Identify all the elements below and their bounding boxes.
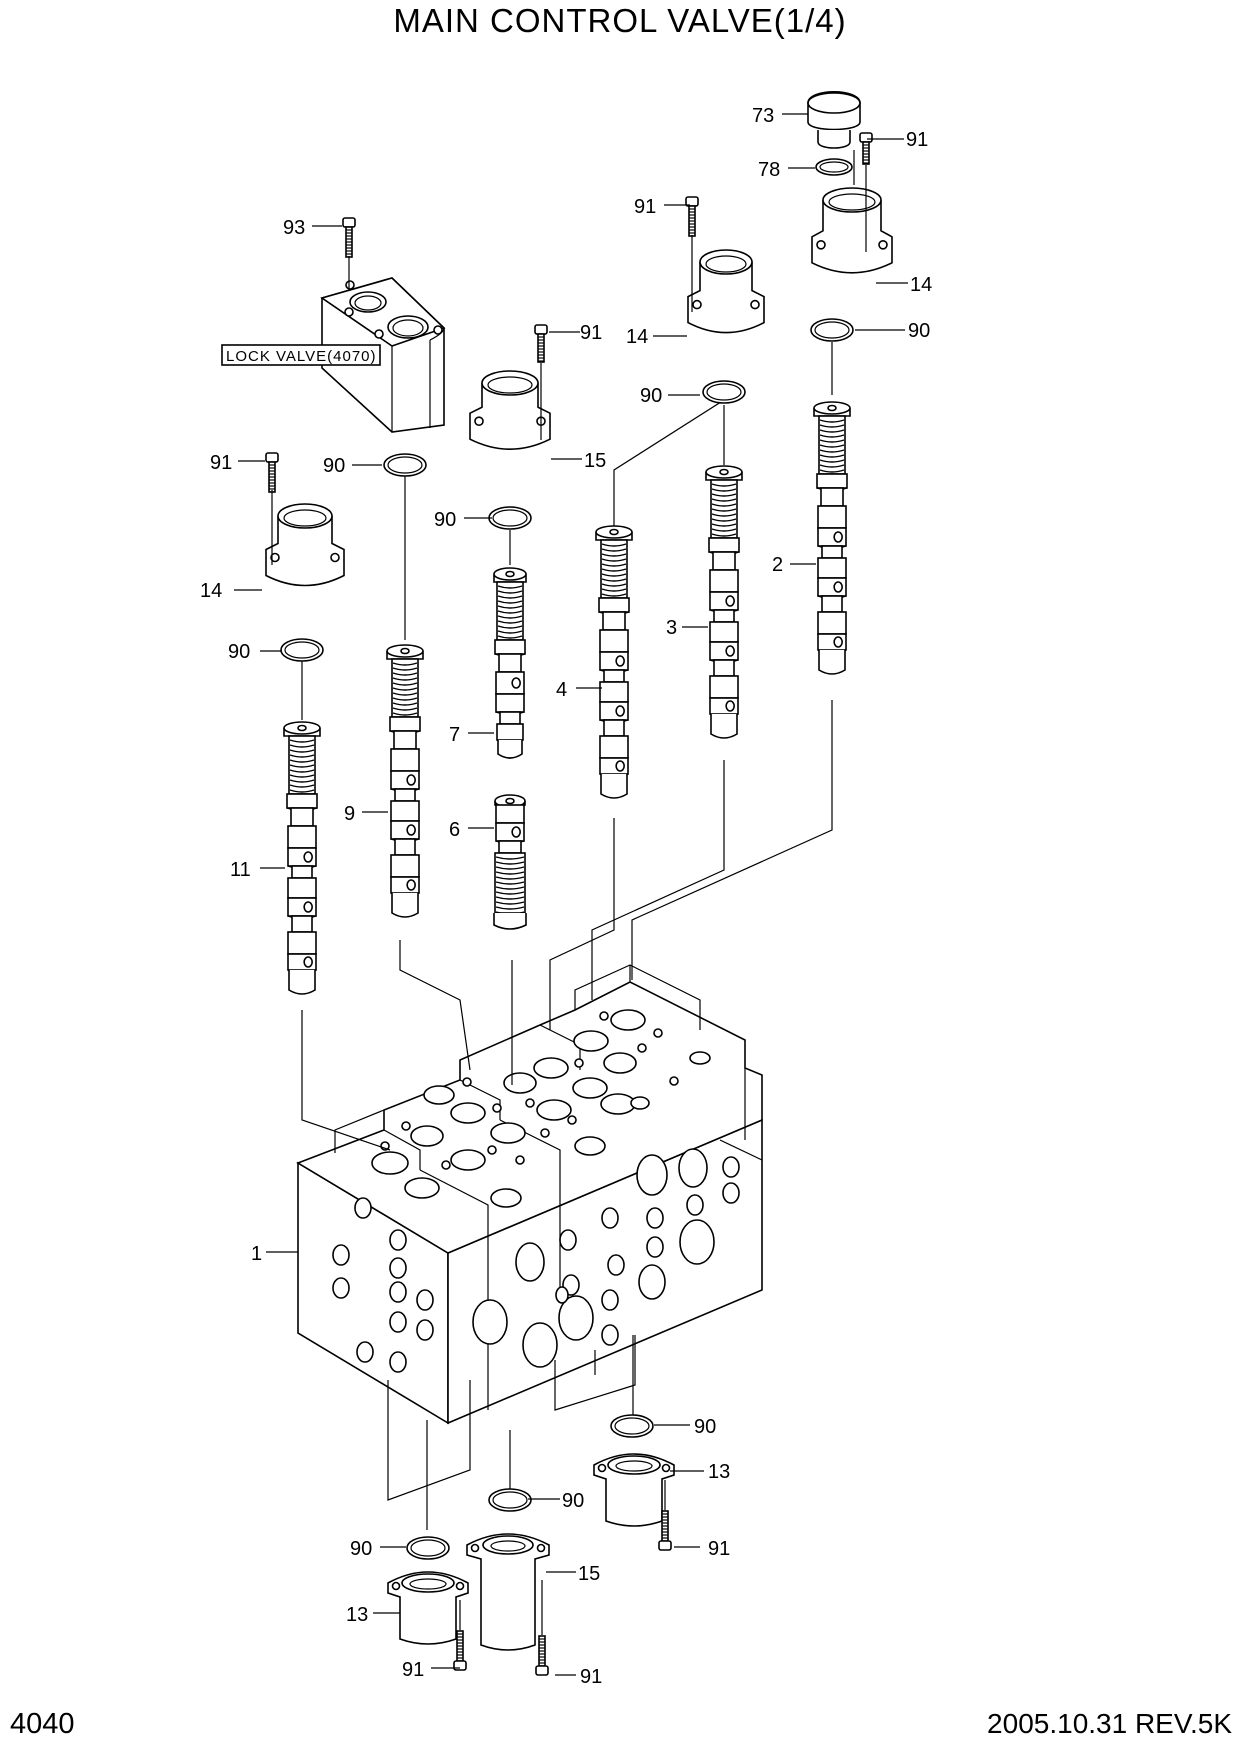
plug-73 xyxy=(807,90,861,149)
callout-90-left: 90 xyxy=(228,641,250,663)
callout-78: 78 xyxy=(758,159,780,181)
o-ring-90-right xyxy=(810,318,854,342)
callout-15-bottom: 15 xyxy=(578,1563,600,1585)
callout-91-b3: 91 xyxy=(580,1666,602,1688)
page-number: 4040 xyxy=(10,1708,75,1740)
valve-body-top-ports xyxy=(371,1009,711,1208)
spool-7 xyxy=(493,567,527,759)
callout-91-b: 91 xyxy=(634,196,656,218)
callout-13-left: 13 xyxy=(346,1604,368,1626)
leader-lines xyxy=(234,113,908,1676)
bolt-93 xyxy=(342,217,356,258)
spool-4 xyxy=(595,525,633,799)
callout-90-right: 90 xyxy=(908,320,930,342)
callout-6: 6 xyxy=(449,819,460,841)
bolt-91-right xyxy=(685,196,699,237)
callout-91-b2: 91 xyxy=(402,1659,424,1681)
cap-15-bottom xyxy=(466,1533,550,1651)
callout-14-left: 14 xyxy=(200,580,222,602)
assembly-center-lines xyxy=(301,150,855,1530)
callout-91-top: 91 xyxy=(906,129,928,151)
callout-11: 11 xyxy=(230,859,251,881)
cap-14-left xyxy=(265,503,345,587)
o-ring-90-upper xyxy=(383,453,427,477)
bolt-91-top-right xyxy=(859,132,873,165)
bolt-91-center xyxy=(534,324,548,363)
callout-90-f: 90 xyxy=(434,509,456,531)
callout-91-e: 91 xyxy=(210,452,232,474)
callout-90-center: 90 xyxy=(640,385,662,407)
o-ring-90-center xyxy=(702,380,746,404)
valve-body-left-ports xyxy=(332,1197,434,1373)
callout-3: 3 xyxy=(666,617,677,639)
valve-body xyxy=(296,964,763,1425)
o-ring-90-mid xyxy=(488,506,532,530)
o-ring-78 xyxy=(815,158,853,176)
callout-9: 9 xyxy=(344,803,355,825)
valve-body-right-ports xyxy=(472,1148,740,1368)
spool-9 xyxy=(386,644,424,918)
page-title: MAIN CONTROL VALVE(1/4) xyxy=(393,2,847,39)
callout-90-b1: 90 xyxy=(694,1416,716,1438)
spools xyxy=(283,401,851,995)
callout-13-right: 13 xyxy=(708,1461,730,1483)
callout-93: 93 xyxy=(283,217,305,239)
callout-15-top: 15 xyxy=(584,450,606,472)
o-ring-90-bottom-center xyxy=(488,1488,532,1512)
callout-90-e: 90 xyxy=(323,455,345,477)
spool-6 xyxy=(493,794,527,930)
spool-11 xyxy=(283,721,321,995)
callout-2: 2 xyxy=(772,554,783,576)
cap-13-left xyxy=(387,1571,469,1645)
callout-numbers: 73 91 78 91 14 90 93 91 14 90 15 91 90 9… xyxy=(200,105,932,1688)
callout-90-b3: 90 xyxy=(350,1538,372,1560)
callout-90-b2: 90 xyxy=(562,1490,584,1512)
bolt-91-bottom-center xyxy=(535,1635,549,1676)
o-ring-90-bottom-right xyxy=(610,1414,654,1438)
bolt-91-bottom-right xyxy=(658,1510,672,1551)
callout-14-right: 14 xyxy=(910,274,932,296)
cap-14-right xyxy=(811,187,893,274)
spool-2 xyxy=(813,401,851,675)
callout-91-b1: 91 xyxy=(708,1538,730,1560)
cap-14-center xyxy=(687,249,765,334)
spool-3 xyxy=(705,465,743,739)
o-ring-90-bottom-left xyxy=(406,1536,450,1560)
callout-4: 4 xyxy=(556,679,567,701)
bolt-91-left xyxy=(265,452,279,493)
lock-valve-block: LOCK VALVE(4070) xyxy=(221,277,446,433)
callout-7: 7 xyxy=(449,724,460,746)
lock-valve-note: LOCK VALVE(4070) xyxy=(226,348,377,365)
callout-73: 73 xyxy=(752,105,774,127)
revision-date: 2005.10.31 REV.5K xyxy=(987,1708,1232,1739)
callout-14-center: 14 xyxy=(626,326,648,348)
o-rings-90 xyxy=(280,318,854,1560)
cap-15-top xyxy=(469,370,551,450)
cap-13-right xyxy=(593,1453,675,1527)
callout-1: 1 xyxy=(251,1243,262,1265)
callout-91-c: 91 xyxy=(580,322,602,344)
caps xyxy=(265,187,893,1651)
o-ring-90-left xyxy=(280,638,324,662)
